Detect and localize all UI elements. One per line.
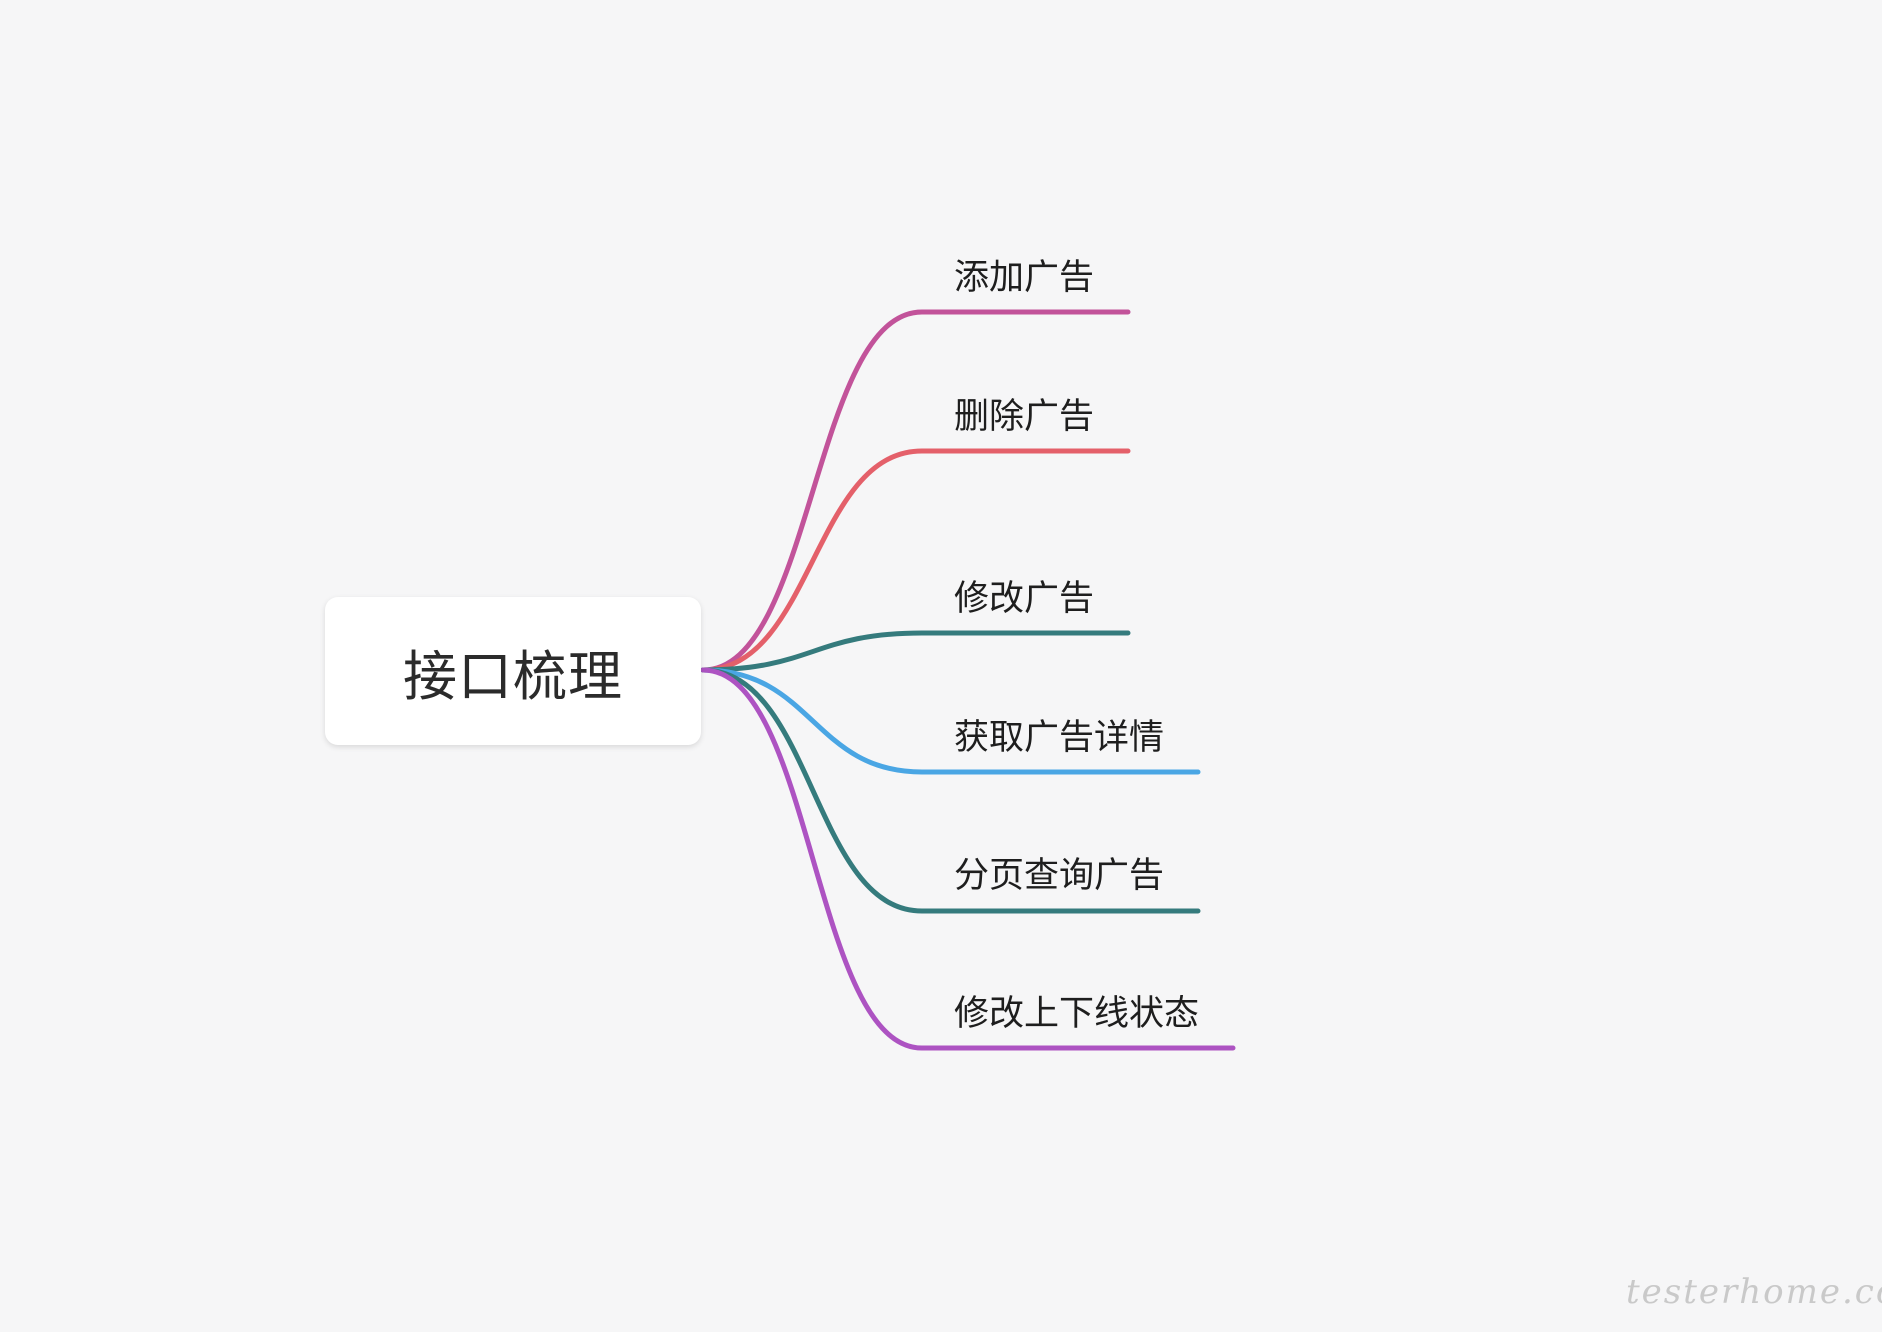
- connector-add-ad: [700, 309, 1131, 673]
- branch-label-edit-ad[interactable]: 修改广告: [954, 579, 1095, 619]
- watermark-text: testerhome.com: [1626, 1272, 1882, 1312]
- branch-label-paged-query[interactable]: 分页查询广告: [954, 856, 1165, 896]
- connector-edit-ad: [700, 630, 1131, 673]
- branch-label-add-ad[interactable]: 添加广告: [954, 258, 1095, 298]
- root-node[interactable]: 接口梳理: [325, 597, 701, 745]
- branch-label-delete-ad[interactable]: 删除广告: [954, 397, 1095, 437]
- root-label: 接口梳理: [403, 644, 623, 708]
- branch-label-ad-detail[interactable]: 获取广告详情: [954, 718, 1165, 758]
- connector-paged-query: [700, 667, 1201, 914]
- branch-label-online-status[interactable]: 修改上下线状态: [954, 994, 1200, 1034]
- connector-online-status: [700, 667, 1236, 1051]
- connector-ad-detail: [700, 667, 1201, 775]
- connector-delete-ad: [700, 448, 1131, 673]
